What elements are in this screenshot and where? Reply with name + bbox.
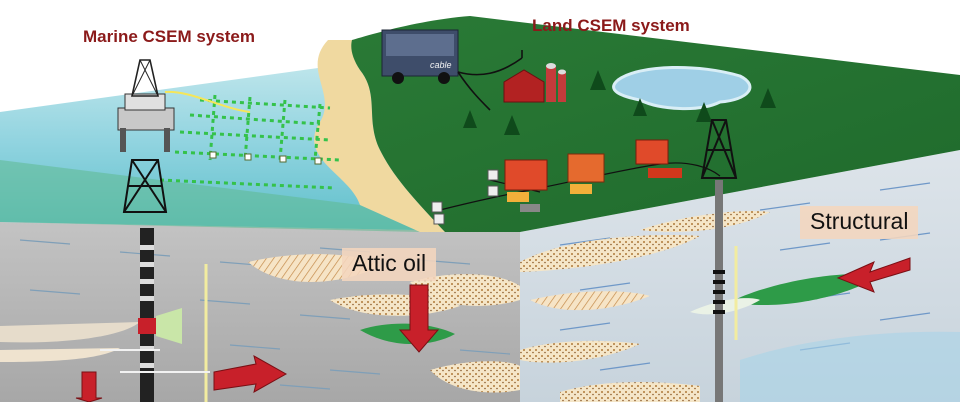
attic-oil-arrow — [398, 284, 440, 353]
land-sand-lenses — [520, 210, 770, 402]
marine-survey-grid — [159, 94, 341, 190]
truck-cables — [457, 50, 523, 111]
marine-horizontal-wells — [100, 349, 210, 373]
land-derrick — [700, 119, 738, 179]
land-receivers — [431, 139, 682, 225]
lake — [612, 66, 752, 110]
trees — [463, 70, 776, 135]
farm-barn — [503, 63, 566, 103]
seafloor-tint — [0, 160, 420, 232]
marine-csem-title: Marine CSEM system — [83, 27, 255, 46]
land-surface — [351, 16, 960, 232]
land-wellbore — [713, 180, 725, 402]
land-csem-title: Land CSEM system — [532, 16, 690, 35]
structural-sand — [690, 298, 760, 315]
deep-water-zone — [740, 331, 960, 402]
structural-arrow — [836, 257, 911, 293]
marine-right-arrow — [213, 354, 288, 394]
offshore-platform — [117, 59, 175, 152]
marine-receivers — [209, 151, 322, 165]
attic-oil-label: Attic oil — [342, 248, 437, 281]
structural-reservoir — [730, 273, 880, 306]
truck-cable-label: cable — [430, 60, 452, 70]
arrows — [75, 257, 911, 402]
marine-wellbore — [138, 228, 182, 402]
csem-truck: cable — [381, 29, 459, 84]
source-cable — [164, 90, 251, 113]
marine-derrick — [122, 159, 168, 213]
marine-down-arrow — [75, 371, 103, 402]
coastline-sand — [314, 40, 445, 232]
structural-label: Structural — [800, 206, 919, 239]
